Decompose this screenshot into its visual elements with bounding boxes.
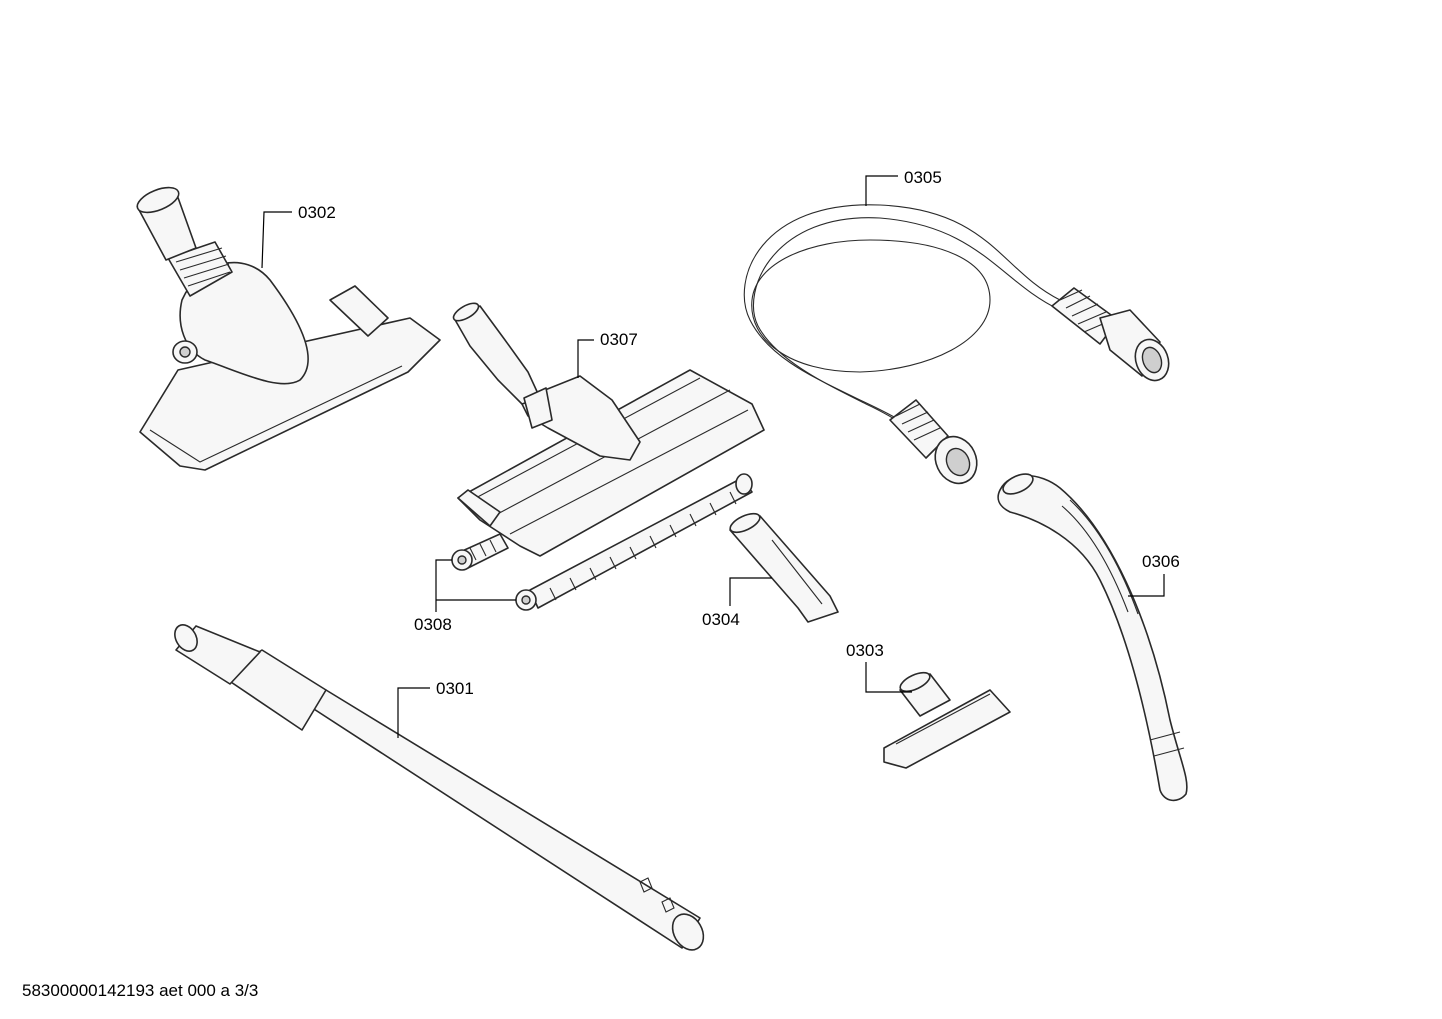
floor-nozzle-0307 — [452, 302, 765, 557]
leader-0305 — [865, 175, 898, 206]
callout-0305: 0305 — [904, 168, 942, 187]
upholstery-tool-0303 — [883, 671, 1011, 769]
callout-0304: 0304 — [702, 610, 740, 629]
suction-hose-0305 — [743, 204, 1170, 485]
callout-0306: 0306 — [1142, 552, 1180, 571]
leader-0307 — [577, 339, 594, 378]
callout-0302: 0302 — [298, 203, 336, 222]
leader-0306 — [1128, 574, 1165, 597]
leader-lines — [261, 175, 1165, 738]
leader-0308a — [435, 559, 452, 612]
crevice-tool-0304 — [729, 512, 839, 623]
floor-nozzle-0302 — [136, 186, 441, 471]
document-id: 58300000142193 aet 000 a 3/3 — [22, 981, 259, 1000]
callout-0308: 0308 — [414, 615, 452, 634]
leader-0303 — [865, 662, 912, 693]
handle-tube-0306 — [997, 473, 1188, 802]
extension-tube-0301 — [174, 624, 705, 951]
callout-0303: 0303 — [846, 641, 884, 660]
callout-0307: 0307 — [600, 330, 638, 349]
leader-0302 — [261, 211, 292, 269]
leader-0304 — [729, 577, 772, 606]
callout-0301: 0301 — [436, 679, 474, 698]
brush-strips-0308 — [451, 473, 753, 611]
leader-0301 — [397, 687, 430, 738]
